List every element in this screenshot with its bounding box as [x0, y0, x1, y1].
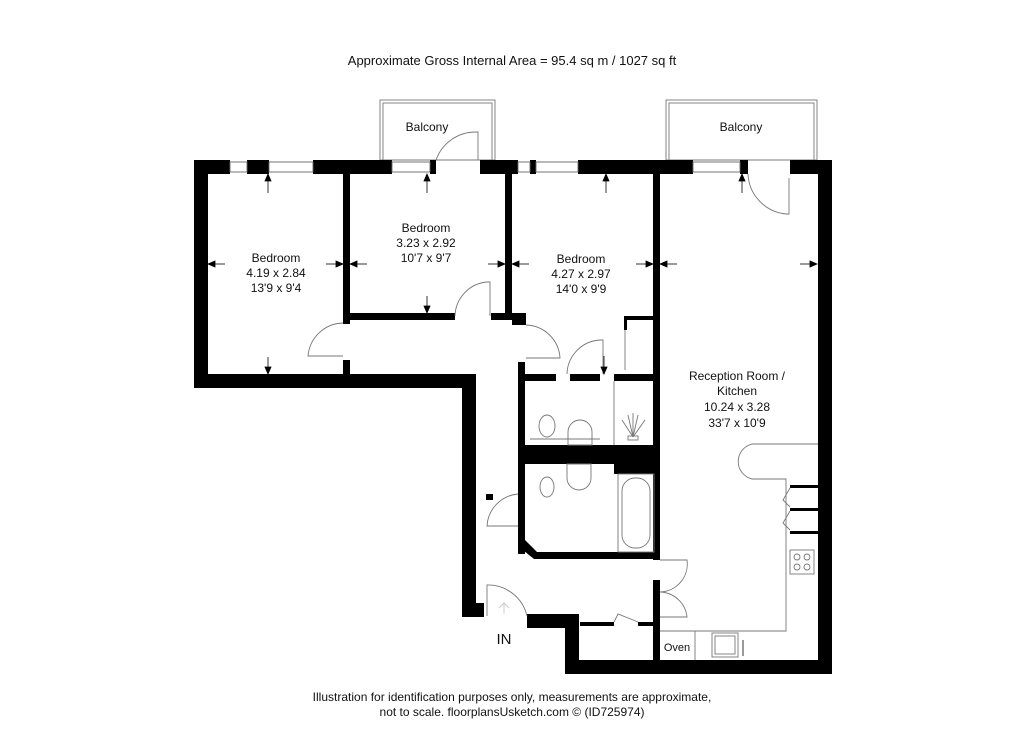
shower-icon — [621, 413, 646, 441]
bedroom-2-imperial: 10'7 x 9'7 — [401, 251, 452, 265]
bedroom-3-imperial: 14'0 x 9'9 — [556, 282, 607, 296]
room-reception-kitchen: Reception Room / Kitchen 10.24 x 3.28 33… — [689, 369, 786, 430]
disclaimer-footer: Illustration for identification purposes… — [0, 690, 1024, 720]
room-bedroom-2: Bedroom 3.23 x 2.92 10'7 x 9'7 — [396, 221, 456, 265]
kitchen-worktop — [660, 443, 818, 632]
balcony-right: Balcony — [665, 99, 818, 161]
reception-name-line2: Kitchen — [717, 384, 757, 398]
balcony-right-label: Balcony — [720, 120, 763, 134]
disclaimer-line-1: Illustration for identification purposes… — [312, 690, 712, 704]
toilet-icon — [539, 476, 555, 498]
toilet-icon — [538, 414, 556, 438]
dimension-arrows — [206, 172, 819, 376]
disclaimer-line-2: not to scale. floorplansUsketch.com © (I… — [379, 705, 645, 719]
balcony-left: Balcony — [379, 99, 496, 161]
fixtures: Oven — [530, 381, 818, 660]
oven-label: Oven — [664, 642, 690, 654]
reception-imperial: 33'7 x 10'9 — [708, 416, 766, 430]
gross-internal-area-title: Approximate Gross Internal Area = 95.4 s… — [347, 53, 677, 68]
hob-icon — [789, 549, 815, 575]
entrance-arrow-icon — [498, 602, 510, 614]
sink-icon — [567, 419, 593, 446]
kitchen-sink-icon — [711, 632, 739, 658]
bedroom-3-metric: 4.27 x 2.97 — [551, 267, 611, 281]
bedroom-3-name: Bedroom — [557, 252, 606, 266]
reception-metric: 10.24 x 3.28 — [704, 400, 770, 414]
room-bedroom-3: Bedroom 4.27 x 2.97 14'0 x 9'9 — [551, 252, 611, 296]
bedroom-2-metric: 3.23 x 2.92 — [396, 236, 456, 250]
bedroom-1-imperial: 13'9 x 9'4 — [251, 281, 302, 295]
walls — [194, 160, 832, 674]
bath-icon — [617, 473, 655, 553]
bedroom-1-name: Bedroom — [252, 251, 301, 265]
balcony-left-label: Balcony — [406, 120, 449, 134]
bedroom-1-metric: 4.19 x 2.84 — [246, 266, 306, 280]
room-bedroom-1: Bedroom 4.19 x 2.84 13'9 x 9'4 — [246, 251, 306, 295]
entrance-label: IN — [497, 631, 512, 648]
bedroom-2-name: Bedroom — [402, 221, 451, 235]
doors — [307, 131, 791, 623]
sink-icon — [566, 463, 592, 491]
reception-name-line1: Reception Room / — [689, 369, 786, 383]
windows — [229, 161, 741, 173]
